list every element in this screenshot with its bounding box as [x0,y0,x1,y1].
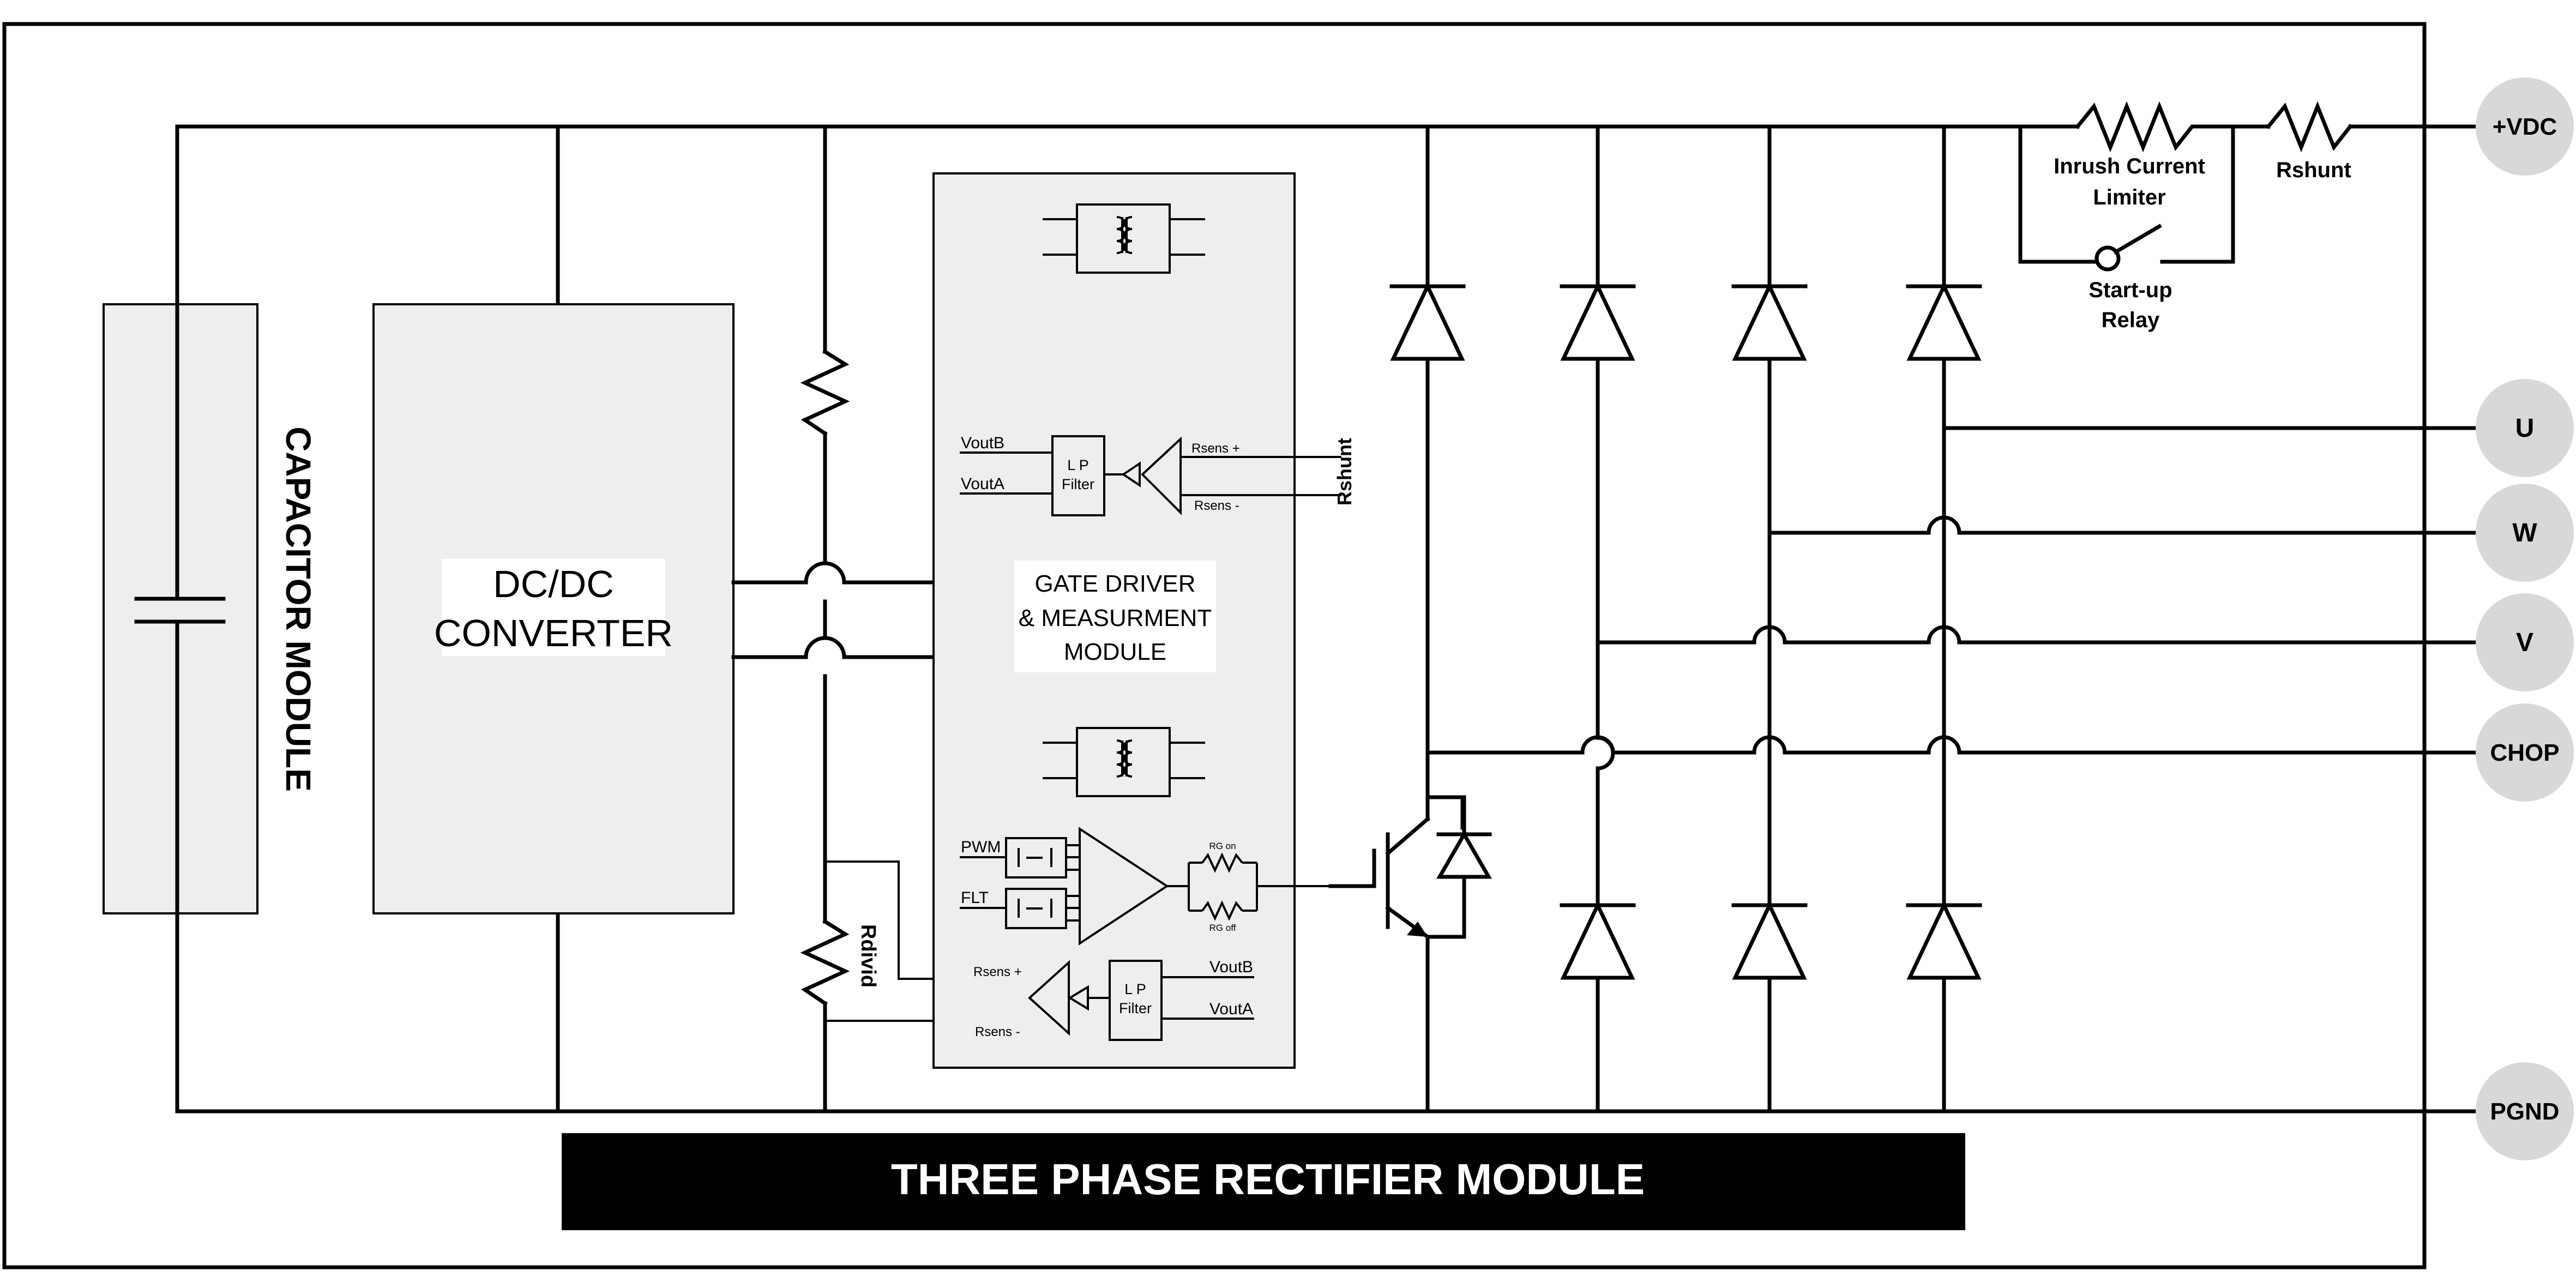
relay-label-line2: Relay [2102,308,2160,332]
terminal-w[interactable]: W [2476,484,2574,582]
isolation-transformer-bottom [1043,727,1205,797]
gate-driver-label-line2: & MEASURMENT [1019,605,1212,631]
rsens-plus-bot-label: Rsens + [973,965,1022,979]
rsens-plus-top-label: Rsens + [1191,441,1240,456]
dcdc-label-line2: CONVERTER [434,612,673,654]
footer-title: THREE PHASE RECTIFIER MODULE [891,1155,1645,1203]
rectifier-leg-w [1731,124,1808,1114]
relay-label-line1: Start-up [2089,278,2172,302]
terminal-vdc-label: +VDC [2493,113,2557,140]
terminal-v[interactable]: V [2476,593,2574,691]
inrush-label-line1: Inrush Current [2054,154,2205,178]
rshunt-side-label: Rshunt [1333,438,1356,505]
terminal-u-label: U [2515,414,2535,443]
capacitor-module-label: CAPACITOR MODULE [279,426,318,792]
isolation-transformer-top [1043,203,1205,274]
terminal-v-label: V [2516,628,2533,657]
lp-filter-bot-line1: L P [1124,981,1146,997]
footer-banner [562,1133,1965,1230]
vouta-top-label: VoutA [961,475,1004,493]
flt-label: FLT [961,889,989,907]
measurement-channel-top [960,435,1341,516]
voutb-top-label: VoutB [961,434,1004,452]
rdivid-label: Rdivid [857,924,880,988]
capacitor-module [103,303,258,914]
gate-driver-label-line3: MODULE [1064,639,1166,665]
rshunt-label: Rshunt [2276,158,2351,182]
measurement-channel-bottom [1028,960,1254,1041]
vouta-bot-label: VoutA [1209,1000,1253,1018]
dcdc-label-line1: DC/DC [493,563,614,605]
terminal-w-label: W [2512,519,2537,547]
gate-driver-label-line1: GATE DRIVER [1034,570,1195,597]
pwm-label: PWM [961,838,1001,856]
terminal-chop-label: CHOP [2490,739,2559,766]
dcdc-label-bg [442,559,665,656]
terminal-pgnd[interactable]: PGND [2476,1062,2574,1160]
inrush-limiter-network [2018,101,2353,272]
terminal-vdc[interactable]: +VDC [2476,77,2574,176]
rg-off-label: RG off [1209,923,1236,933]
phase-wires [1425,426,2478,755]
rg-on-label: RG on [1209,841,1236,851]
gate-drive-channel [960,827,1331,946]
voutb-bot-label: VoutB [1209,958,1253,976]
terminal-u[interactable]: U [2476,379,2574,477]
rectifier-leg-v [1560,124,1636,1114]
capacitor-symbol [134,124,226,1114]
terminal-chop[interactable]: CHOP [2476,703,2574,802]
rsens-minus-bot-label: Rsens - [975,1025,1020,1039]
rsens-minus-top-label: Rsens - [1194,498,1239,513]
lp-filter-bot-line2: Filter [1119,1000,1152,1016]
rectifier-leg-u [1906,124,1982,1114]
terminal-pgnd-label: PGND [2490,1098,2559,1125]
inrush-label-line2: Limiter [2093,185,2165,209]
gate-driver-label-bg [1014,561,1216,672]
lp-filter-top-line1: L P [1067,457,1089,473]
lp-filter-top-line2: Filter [1062,476,1094,492]
